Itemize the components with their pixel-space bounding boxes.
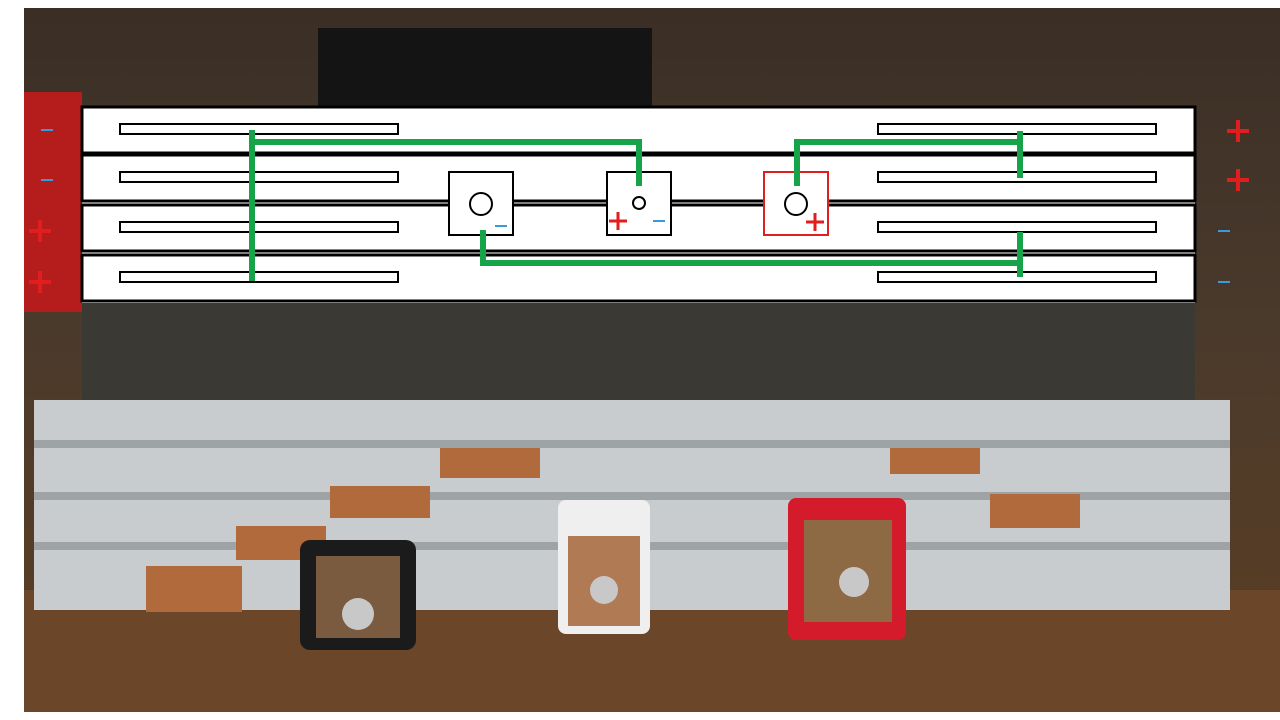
right-plus-icon-1 (1227, 120, 1249, 142)
right-plus-icon-2 (1227, 169, 1249, 191)
left-plus-icon-4 (29, 271, 51, 293)
left-slot (119, 271, 399, 283)
terminal-box-1 (448, 171, 514, 236)
right-slot (877, 221, 1157, 233)
terminal-hole (469, 192, 493, 216)
wire-2 (480, 230, 1023, 277)
wiring-diagram (29, 105, 1249, 303)
terminal-hole (784, 192, 808, 216)
left-plus-icon-3 (29, 220, 51, 242)
left-slot (119, 123, 399, 135)
terminal-signs (495, 212, 824, 231)
terminal-3-plus-icon (806, 213, 824, 231)
side-polarity-signs (29, 120, 1249, 293)
left-slot (119, 221, 399, 233)
battery-module-photo (34, 400, 1230, 650)
terminal-hole (632, 196, 646, 210)
wire-3 (794, 131, 1023, 186)
wire-1 (249, 130, 642, 281)
connection-wires (249, 130, 1023, 281)
left-slot (119, 171, 399, 183)
terminal-2-plus-icon (609, 212, 627, 230)
